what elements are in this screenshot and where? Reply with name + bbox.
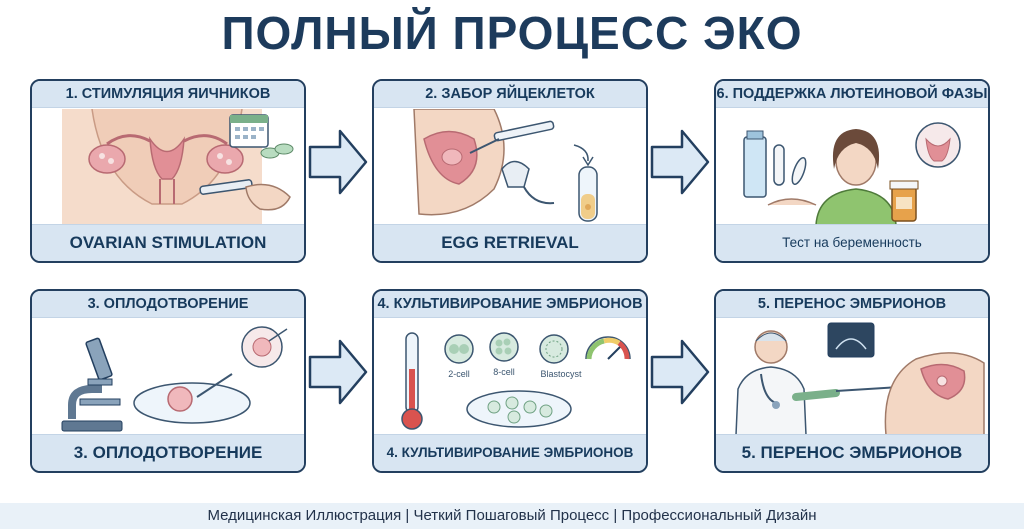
- step-header: 5. ПЕРЕНОС ЭМБРИОНОВ: [716, 291, 988, 318]
- embryo-stage-label: 2-cell: [448, 369, 470, 379]
- step-card-fertilization: 3. ОПЛОДОТВОРЕНИЕ 3. ОПЛОДОТВОРЕНИЕ: [30, 289, 306, 473]
- fertilization-illustration: [61, 326, 288, 432]
- embryo-stage-label: Blastocyst: [540, 369, 582, 379]
- step-footer: EGG RETRIEVAL: [374, 224, 646, 261]
- luteal-support-illustration: [743, 122, 961, 225]
- step-header: 2. ЗАБОР ЯЙЦЕКЛЕТОК: [374, 81, 646, 108]
- page-title: ПОЛНЫЙ ПРОЦЕСС ЭКО: [221, 7, 803, 59]
- step-footer: Тест на беременность: [716, 224, 988, 261]
- arrow-right-icon: [650, 129, 710, 195]
- step-header: 1. СТИМУЛЯЦИЯ ЯИЧНИКОВ: [32, 81, 304, 108]
- step-card-luteal-support: 6. ПОДДЕРЖКА ЛЮТЕИНОВОЙ ФАЗЫ Тест на бер…: [714, 79, 990, 263]
- embryo-stage-label: 8-cell: [493, 367, 515, 377]
- footer-caption: Медицинская Иллюстрация | Четкий Пошагов…: [0, 503, 1024, 529]
- step-card-ovarian-stimulation: 1. СТИМУЛЯЦИЯ ЯИЧНИКОВ OVARIAN STIMULATI…: [30, 79, 306, 263]
- arrow-right-icon: [650, 339, 710, 405]
- embryo-transfer-illustration: [735, 322, 985, 435]
- egg-retrieval-illustration: [413, 109, 598, 222]
- ovarian-stimulation-illustration: [62, 109, 294, 225]
- step-card-egg-retrieval: 2. ЗАБОР ЯЙЦЕКЛЕТОК EGG RETRIEVAL: [372, 79, 648, 263]
- step-footer: 5. ПЕРЕНОС ЭМБРИОНОВ: [716, 434, 988, 471]
- step-header: 3. ОПЛОДОТВОРЕНИЕ: [32, 291, 304, 318]
- step-card-embryo-transfer: 5. ПЕРЕНОС ЭМБРИОНОВ 5. ПЕРЕНОС ЭМБРИОНО…: [714, 289, 990, 473]
- step-footer: OVARIAN STIMULATION: [32, 224, 304, 261]
- step-card-embryo-culture: 4. КУЛЬТИВИРОВАНИЕ ЭМБРИОНОВ 2-cell 8-ce…: [372, 289, 648, 473]
- arrow-right-icon: [308, 339, 368, 405]
- step-footer: 3. ОПЛОДОТВОРЕНИЕ: [32, 434, 304, 471]
- embryo-culture-illustration: 2-cell 8-cell Blastocyst: [401, 332, 631, 430]
- step-footer: 4. КУЛЬТИВИРОВАНИЕ ЭМБРИОНОВ: [374, 434, 646, 471]
- step-header: 6. ПОДДЕРЖКА ЛЮТЕИНОВОЙ ФАЗЫ: [716, 81, 988, 108]
- step-header: 4. КУЛЬТИВИРОВАНИЕ ЭМБРИОНОВ: [374, 291, 646, 318]
- arrow-right-icon: [308, 129, 368, 195]
